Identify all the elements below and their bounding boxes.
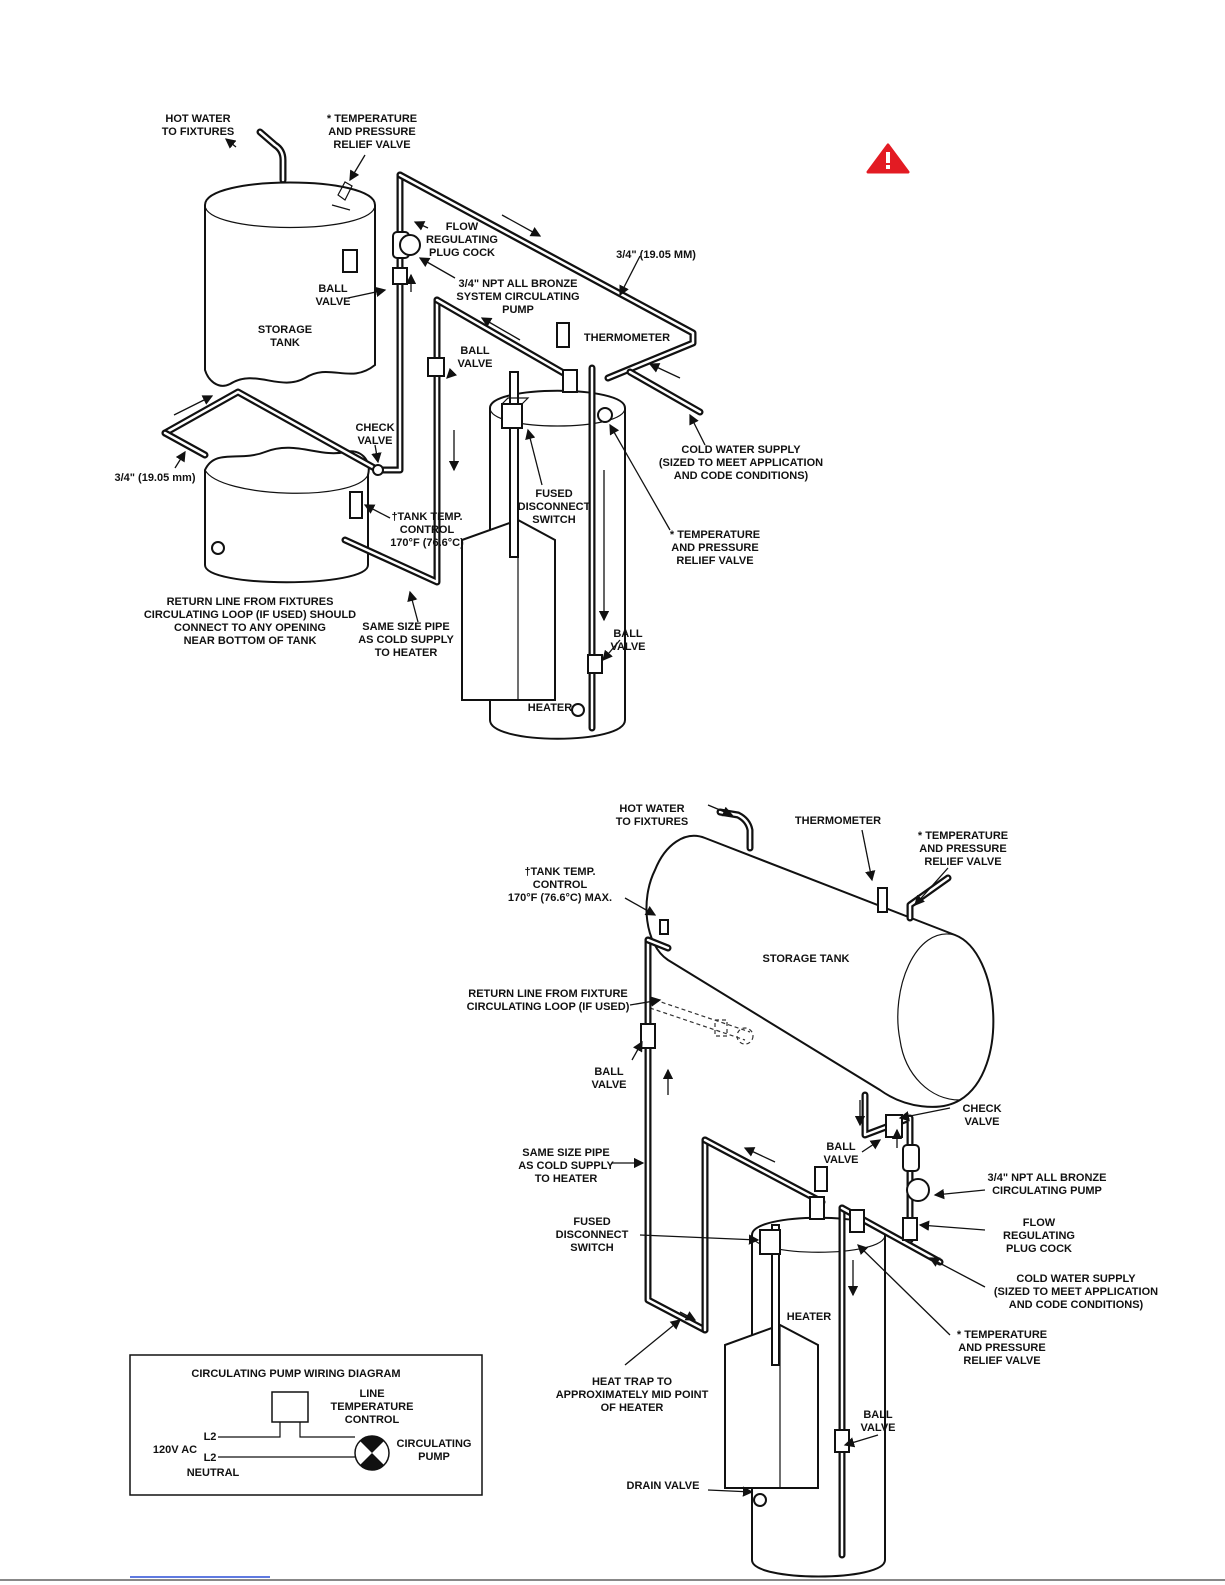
bottom-label-drain-valve: DRAIN VALVE bbox=[627, 1480, 700, 1492]
bottom-heater bbox=[724, 1216, 886, 1578]
bottom-return-dashed bbox=[649, 999, 754, 1045]
bottom-label-storage-tank: STORAGE TANK bbox=[763, 953, 850, 965]
wiring-supply-label: 120V AC bbox=[153, 1444, 197, 1456]
top-flow-arrows bbox=[173, 138, 681, 622]
page-footer-rule bbox=[0, 1576, 1225, 1581]
circulating-pump-symbol bbox=[354, 1435, 390, 1471]
top-leader-lines bbox=[174, 154, 706, 661]
top-lower-tank bbox=[204, 446, 370, 584]
warning-triangle-icon bbox=[866, 143, 910, 174]
top-label-cold-supply: COLD WATER SUPPLY(SIZED TO MEET APPLICAT… bbox=[659, 444, 823, 482]
top-fittings bbox=[372, 231, 613, 674]
line-temperature-control-box bbox=[271, 1391, 309, 1423]
top-label-thermometer: THERMOMETER bbox=[584, 332, 670, 344]
top-storage-tank bbox=[204, 128, 376, 387]
top-heater bbox=[461, 371, 626, 740]
bottom-flow-arrows bbox=[662, 804, 903, 1321]
wiring-l2-top: L2 bbox=[204, 1431, 217, 1443]
bottom-fittings bbox=[640, 1023, 930, 1453]
top-label-heater: HEATER bbox=[528, 702, 572, 714]
top-label-pipe-size-right: 3/4" (19.05 MM) bbox=[616, 249, 696, 261]
wiring-neutral-label: NEUTRAL bbox=[187, 1467, 240, 1479]
top-label-pipe-size-left: 3/4" (19.05 mm) bbox=[114, 472, 195, 484]
bottom-label-cold-supply: COLD WATER SUPPLY(SIZED TO MEET APPLICAT… bbox=[994, 1273, 1158, 1311]
bottom-leader-lines bbox=[612, 829, 986, 1497]
top-pipes bbox=[161, 171, 704, 732]
bottom-label-thermometer: THERMOMETER bbox=[795, 815, 881, 827]
wiring-title: CIRCULATING PUMP WIRING DIAGRAM bbox=[191, 1368, 400, 1380]
bottom-storage-tank bbox=[645, 808, 995, 1108]
wiring-l2-bottom: L2 bbox=[204, 1452, 217, 1464]
bottom-label-heater: HEATER bbox=[787, 1311, 831, 1323]
